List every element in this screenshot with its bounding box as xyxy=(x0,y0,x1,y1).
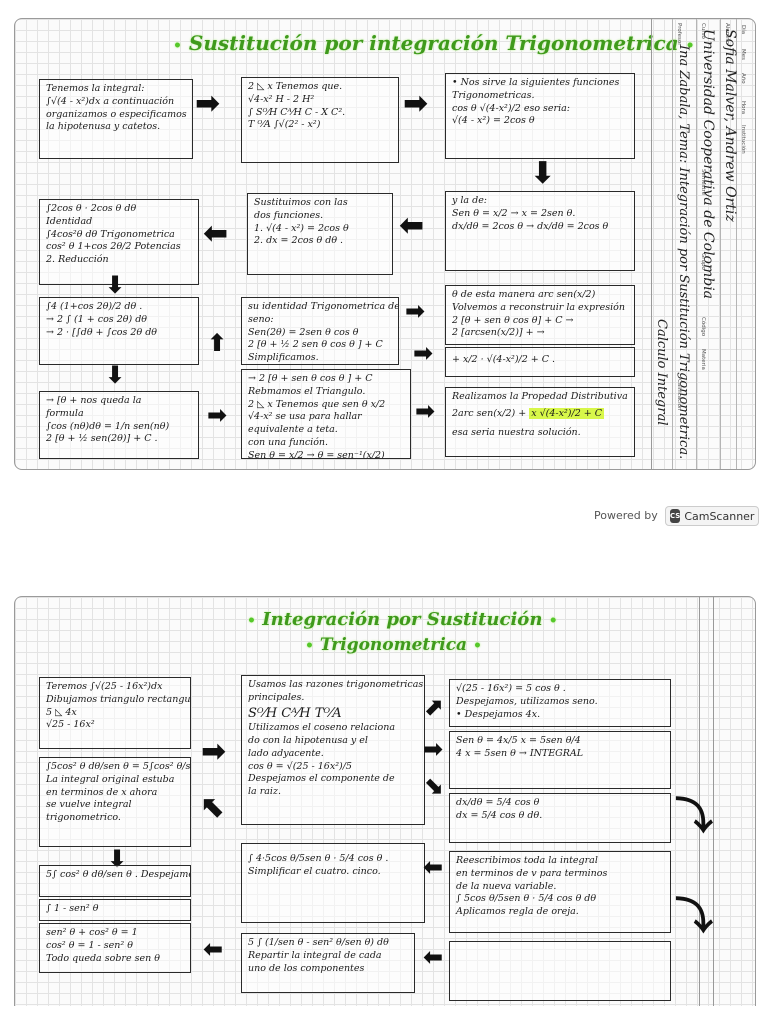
p2-step-box-4: Sen θ = 4x/5 x = 5sen θ/4 4 x = 5sen θ →… xyxy=(449,731,671,789)
arrow-up-left-icon: ⬉ xyxy=(201,790,227,825)
curved-arrow-down-icon: ⤵ xyxy=(675,894,714,938)
page-2-title-line-1: • Integración por Sustitución • xyxy=(247,609,558,630)
page-1-title: • Sustitución por integración Trigonomet… xyxy=(173,31,695,55)
p2-step-box-3: √(25 - 16x²) = 5 cos θ . Despejamos, uti… xyxy=(449,679,671,727)
p2-empty-box xyxy=(449,941,671,1001)
arrow-right-icon: ➡ xyxy=(423,735,444,763)
p2-step-box-12: 5 ∫ (1/sen θ - sen² θ/sen θ) dθ Repartir… xyxy=(241,933,415,993)
arrow-up-icon: ⬆ xyxy=(207,329,228,357)
topic-text: Ina Zabala, Tema: Integración por Sustit… xyxy=(676,45,691,460)
step-box-4: ∫2cos θ · 2cos θ dθ Identidad ∫4cos²θ dθ… xyxy=(39,199,199,285)
p2-step-box-7: ∫ 4·5cos θ/5sen θ · 5/4 cos θ . Simplifi… xyxy=(241,843,425,923)
arrow-left-icon: ⬅ xyxy=(423,943,444,971)
step-box-10: → [θ + nos queda la formula ∫cos (nθ)dθ … xyxy=(39,391,199,459)
p2-step-box-2: Usamos las razones trigonometricas. prin… xyxy=(241,675,425,825)
student-names: Sofia Malver, Andrew Ortiz xyxy=(722,29,738,222)
arrow-right-icon: ➡ xyxy=(413,339,434,367)
step-box-1: Tenemos la integral: ∫√(4 - x²)dx a cont… xyxy=(39,79,193,159)
p2-step-box-8: Reescribimos toda la integral en termino… xyxy=(449,851,671,933)
step-box-8: su identidad Trigonometrica del seno: Se… xyxy=(241,297,399,365)
p2-step-box-1: Teremos ∫√(25 - 16x²)dx Dibujamos triang… xyxy=(39,677,191,749)
arrow-down-right-icon: ⬊ xyxy=(423,771,444,799)
p2-step-box-10: ∫ 1 - sen² θ xyxy=(39,899,191,921)
arrow-left-icon: ⬅ xyxy=(203,935,224,963)
arrow-right-icon: ➡ xyxy=(415,397,436,425)
camscanner-logo-icon: CS xyxy=(670,509,681,523)
arrow-right-icon: ➡ xyxy=(207,401,228,429)
step-box-2: 2 ◺ x Tenemos que. √4-x² H - 2 H² ∫ Sᴼ⁄H… xyxy=(241,77,399,163)
subject-name: Calculo Integral xyxy=(654,319,669,426)
arrow-right-icon: ➡ xyxy=(195,86,221,121)
arrow-down-icon: ⬇ xyxy=(530,156,556,191)
arrow-left-icon: ⬅ xyxy=(203,216,229,251)
header-strip: Universidad Cooperativa de Colombia Sofi… xyxy=(651,19,755,469)
arrow-right-icon: ➡ xyxy=(403,86,429,121)
notebook-page-1: • Sustitución por integración Trigonomet… xyxy=(14,18,756,470)
final-answer-highlight: x √(4-x²)/2 + C xyxy=(529,407,605,419)
camscanner-brand: CamScanner xyxy=(684,509,755,523)
step-box-9: θ de esta manera arc sen(x/2) Volvemos a… xyxy=(445,285,635,345)
camscanner-badge: CS CamScanner xyxy=(665,506,759,526)
p2-step-box-5: ∫5cos² θ dθ/sen θ = 5∫cos² θ/sen θ La in… xyxy=(39,757,191,847)
p2-step-box-11: sen² θ + cos² θ = 1 cos² θ = 1 - sen² θ … xyxy=(39,923,191,973)
step-box-3: • Nos sirve la siguientes funciones Trig… xyxy=(445,73,635,159)
p2-step-box-6: dx/dθ = 5/4 cos θ dx = 5/4 cos θ dθ. xyxy=(449,793,671,843)
school-name: Universidad Cooperativa de Colombia xyxy=(700,29,716,300)
step-box-7: ∫4 (1+cos 2θ)/2 dθ . → 2 ∫ (1 + cos 2θ) … xyxy=(39,297,199,365)
arrow-left-icon: ⬅ xyxy=(423,853,444,881)
arrow-down-icon: ⬇ xyxy=(105,361,126,389)
arrow-right-icon: ➡ xyxy=(405,297,426,325)
step-box-13: Realizamos la Propedad Distributiva 2arc… xyxy=(445,387,635,457)
step-box-11: → 2 [θ + sen θ cos θ ] + C Rebmamos el T… xyxy=(241,369,411,459)
step-box-5: Sustituimos con las dos funciones. 1. √(… xyxy=(247,193,393,275)
step-box-12: + x/2 · √(4-x²)/2 + C . xyxy=(445,347,635,377)
arrow-up-right-icon: ⬈ xyxy=(423,693,444,721)
arrow-down-icon: ⬇ xyxy=(105,271,126,299)
page-2-title-line-2: • Trigonometrica • xyxy=(305,635,482,655)
notebook-page-2: • Integración por Sustitución • • Trigon… xyxy=(14,596,756,1006)
step-box-6: y la de: Sen θ = x/2 → x = 2sen θ. dx/dθ… xyxy=(445,191,635,271)
curved-arrow-down-icon: ⤵ xyxy=(675,794,714,838)
p2-step-box-9: 5∫ cos² θ dθ/sen θ . Despejamos cos θ xyxy=(39,865,191,897)
arrow-left-icon: ⬅ xyxy=(399,208,425,243)
arrow-right-icon: ➡ xyxy=(201,734,227,769)
powered-by-text: Powered by xyxy=(594,509,658,522)
